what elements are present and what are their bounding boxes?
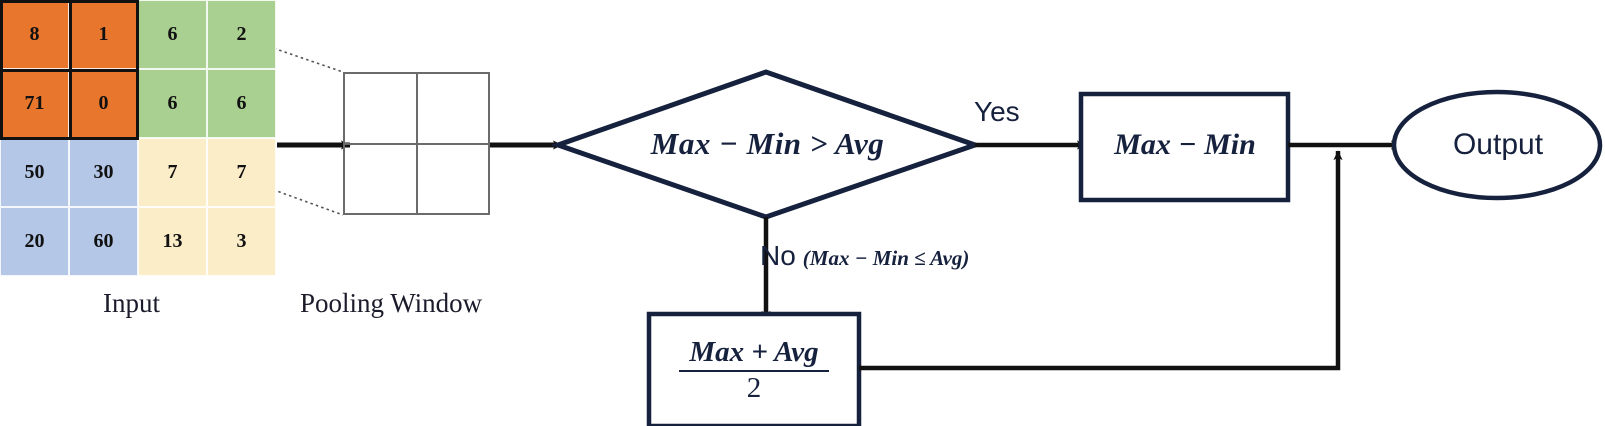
matrix-cell: 6 — [138, 0, 207, 69]
input-matrix: 8 1 6 2 71 0 6 6 50 30 7 7 20 60 13 3 — [0, 0, 276, 276]
output-ellipse — [1391, 89, 1603, 201]
matrix-cell: 7 — [207, 138, 276, 207]
matrix-cell: 3 — [207, 207, 276, 276]
matrix-cell: 2 — [207, 0, 276, 69]
window-divider-horizontal — [345, 143, 488, 145]
matrix-cell: 50 — [0, 138, 69, 207]
matrix-cell: 7 — [138, 138, 207, 207]
pooling-window-caption: Pooling Window — [300, 288, 483, 318]
input-caption: Input — [103, 288, 160, 318]
matrix-cell: 8 — [0, 0, 69, 69]
matrix-cell: 6 — [138, 69, 207, 138]
matrix-cell: 30 — [69, 138, 138, 207]
matrix-cell: 1 — [69, 0, 138, 69]
max-minus-min-box — [1078, 91, 1291, 203]
no-edge-label: No — [760, 240, 796, 271]
matrix-cell: 6 — [207, 69, 276, 138]
decision-diamond — [550, 69, 983, 220]
pooling-window-grid — [343, 72, 490, 215]
matrix-cell: 71 — [0, 69, 69, 138]
matrix-cell: 20 — [0, 207, 69, 276]
max-plus-avg-box — [646, 311, 862, 426]
matrix-cell: 0 — [69, 69, 138, 138]
yes-edge-label: Yes — [974, 96, 1020, 127]
matrix-cell: 13 — [138, 207, 207, 276]
edge-no-merge — [859, 150, 1343, 371]
no-edge-label-group: No (Max − Min ≤ Avg) — [760, 240, 969, 272]
no-edge-condition: (Max − Min ≤ Avg) — [802, 246, 970, 270]
matrix-cell: 60 — [69, 207, 138, 276]
